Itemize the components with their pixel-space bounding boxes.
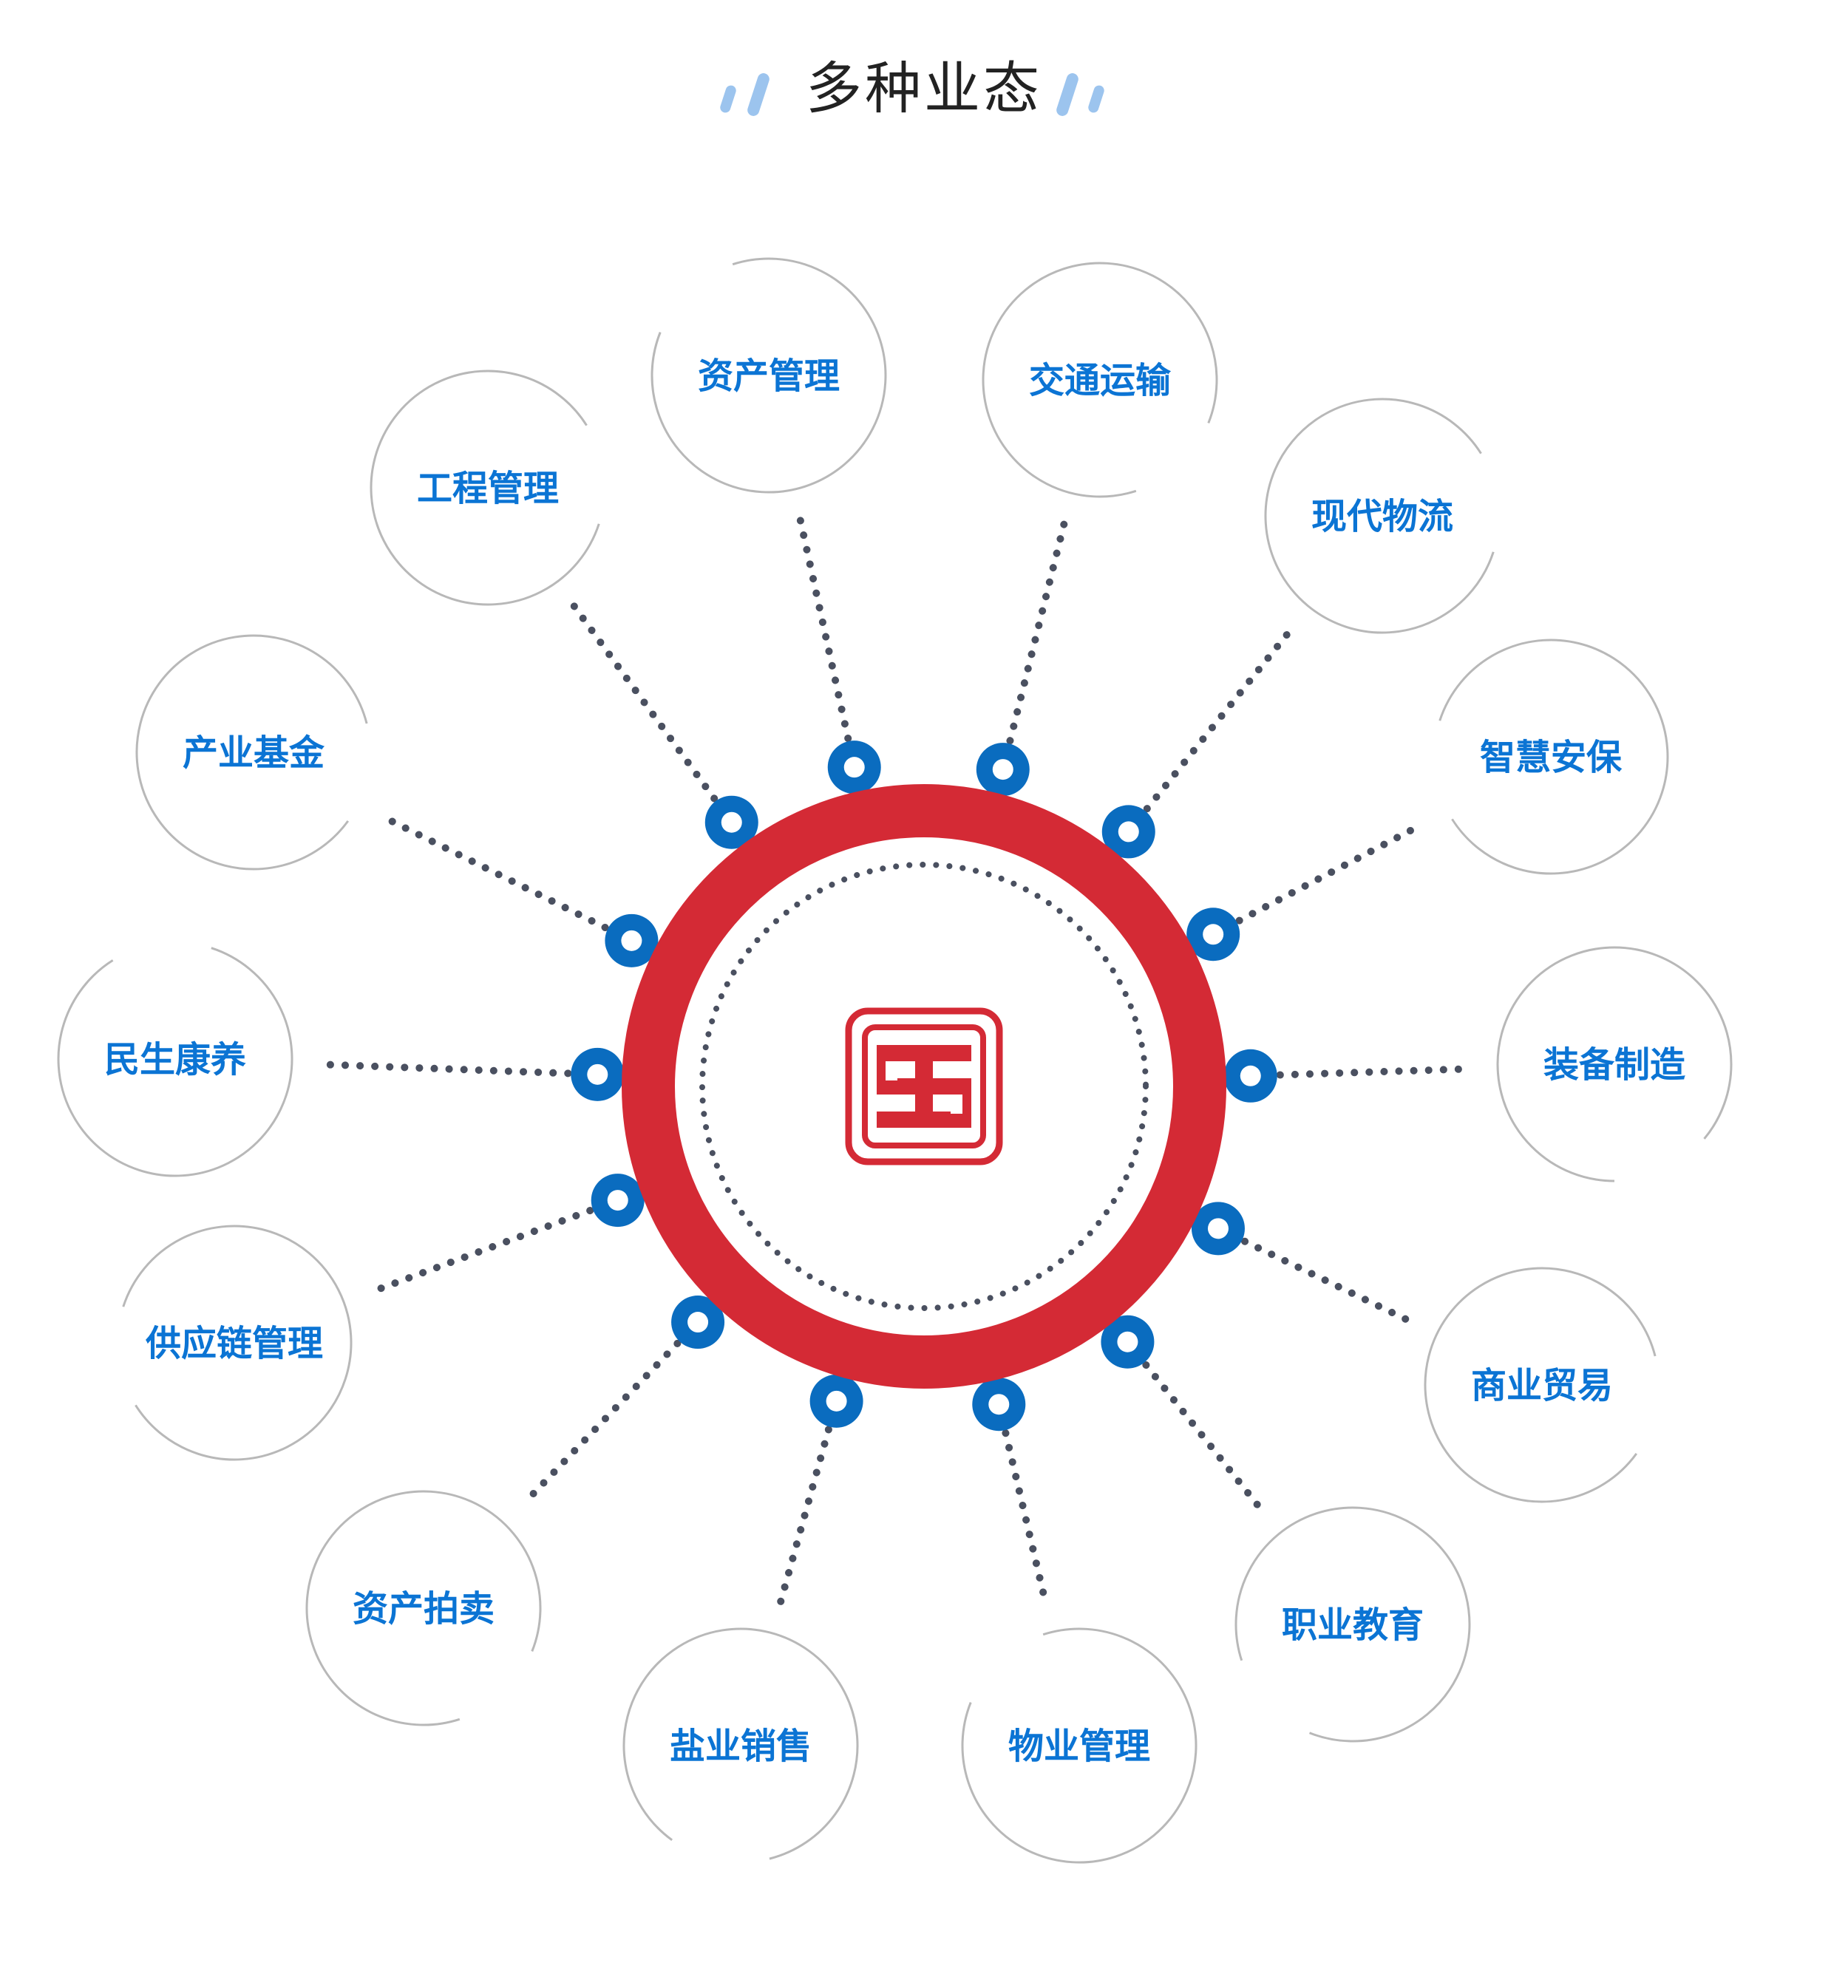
node-11: 供应链管理 [116, 1225, 353, 1461]
node-4: 智慧安保 [1433, 639, 1669, 875]
connector-line-5 [1276, 1065, 1472, 1079]
node-circle [1234, 1506, 1471, 1743]
node-circle [135, 634, 372, 871]
logo-notch-left [886, 1061, 897, 1080]
connector-dot-center-12 [587, 1063, 608, 1085]
connector-line-10 [521, 1339, 682, 1507]
node-8: 物业管理 [961, 1627, 1198, 1864]
node-label: 物业管理 [1008, 1726, 1150, 1767]
title-deco-left-icon [720, 73, 770, 116]
node-label: 交通运输 [1029, 360, 1172, 401]
center-dotted-ring [699, 862, 1149, 1311]
node-circle [961, 1627, 1198, 1864]
connector-dot-center-10 [687, 1312, 709, 1333]
node-13: 产业基金 [135, 634, 372, 871]
node-circle [57, 941, 293, 1177]
logo-notch-right [951, 1095, 962, 1114]
connector-dot-center-11 [607, 1190, 628, 1211]
logo-inner-frame [862, 1024, 986, 1148]
connector-line-1 [796, 514, 852, 743]
connector-dot-center-13 [621, 930, 642, 951]
node-circle [1496, 946, 1733, 1182]
node-label: 装备制造 [1543, 1044, 1685, 1086]
node-6: 商业贸易 [1424, 1267, 1660, 1503]
center-ring [622, 784, 1226, 1389]
node-12: 民生康养 [57, 941, 293, 1177]
node-circle [1433, 639, 1669, 875]
connector-dot-center-2 [992, 759, 1013, 780]
connector-line-8 [1002, 1429, 1050, 1607]
connector-line-3 [1143, 626, 1295, 813]
connector-dot-center-4 [1203, 924, 1224, 945]
logo-bar-vertical [915, 1045, 933, 1128]
node-circle [622, 1627, 859, 1864]
node-14: 工程管理 [370, 370, 606, 606]
connector-line-2 [1006, 518, 1069, 745]
node-3: 现代物流 [1264, 398, 1501, 634]
connector-line-4 [1235, 821, 1425, 925]
node-label: 供应链管理 [146, 1323, 323, 1364]
node-label: 民生康养 [104, 1039, 246, 1080]
connector-dot-center-3 [1118, 821, 1139, 842]
node-2: 交通运输 [982, 262, 1218, 498]
node-5: 装备制造 [1496, 946, 1733, 1182]
connector-line-6 [1240, 1237, 1414, 1325]
title-deco-right-icon [1056, 73, 1104, 116]
title-bar: 多种业态 [0, 44, 1848, 133]
node-9: 盐业销售 [622, 1627, 859, 1864]
node-10: 资产拍卖 [305, 1490, 542, 1726]
node-circle [1424, 1267, 1660, 1503]
node-circle [982, 262, 1218, 498]
node-label: 资产管理 [698, 355, 840, 397]
company-logo-icon [845, 1007, 1003, 1165]
connector-dot-center-14 [721, 811, 742, 833]
node-label: 盐业销售 [670, 1726, 812, 1767]
connector-dot-center-1 [843, 757, 865, 778]
connector-line-9 [776, 1426, 832, 1609]
node-circle [370, 370, 606, 606]
node-7: 职业教育 [1234, 1506, 1471, 1743]
node-label: 现代物流 [1311, 496, 1453, 537]
node-label: 智慧安保 [1480, 737, 1623, 778]
connector-line-11 [367, 1207, 594, 1296]
page-title: 多种业态 [806, 55, 1042, 121]
connector-dot-center-7 [1117, 1331, 1138, 1352]
connector-dot-center-5 [1240, 1065, 1261, 1086]
node-label: 职业教育 [1282, 1604, 1424, 1646]
connector-dot-center-9 [826, 1390, 847, 1412]
node-circle [116, 1225, 353, 1461]
connector-line-13 [381, 814, 609, 932]
node-label: 工程管理 [417, 468, 559, 509]
node-circle [305, 1490, 542, 1726]
node-1: 资产管理 [650, 257, 887, 494]
connector-line-14 [570, 602, 719, 803]
title-decoration [720, 73, 1104, 116]
connector-dot-center-6 [1207, 1218, 1229, 1239]
node-label: 资产拍卖 [353, 1588, 495, 1630]
connector-line-7 [1142, 1361, 1266, 1514]
logo-hook-left [877, 1061, 886, 1095]
node-label: 产业基金 [183, 732, 325, 774]
node-label: 商业贸易 [1471, 1365, 1613, 1406]
connector-dot-center-8 [988, 1394, 1010, 1415]
connector-line-12 [317, 1061, 572, 1078]
node-circle [1264, 398, 1501, 634]
logo-hook-right [962, 1095, 971, 1128]
